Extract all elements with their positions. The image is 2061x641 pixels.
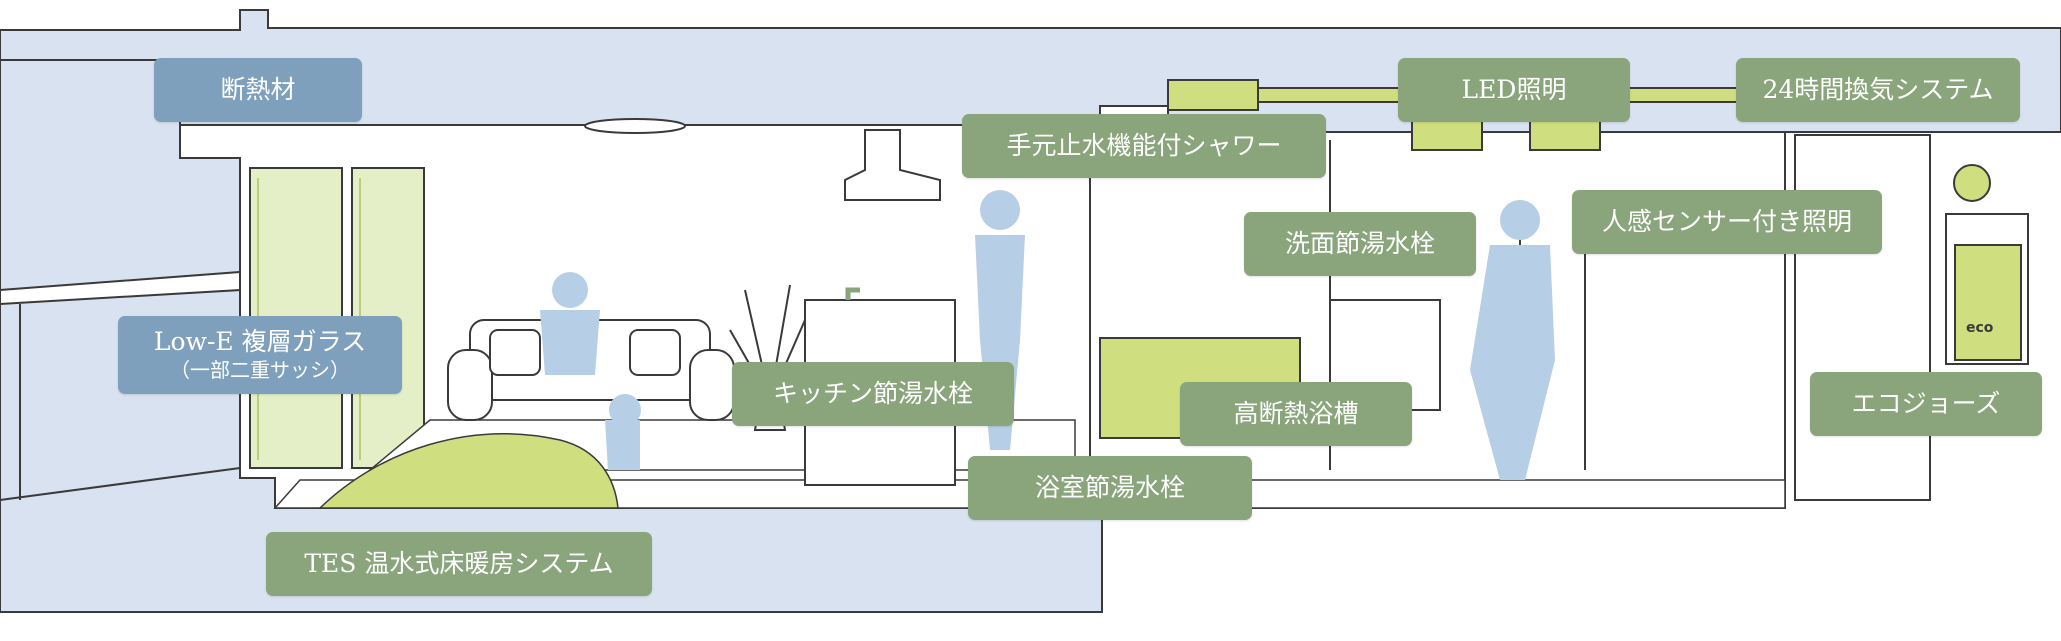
label-eco-jozu: エコジョーズ bbox=[1810, 372, 2042, 436]
label-eco-jozu-text: エコジョーズ bbox=[1851, 388, 2001, 418]
label-washbasin-faucet-text: 洗面節湯水栓 bbox=[1284, 228, 1435, 258]
label-kitchen-faucet: キッチン節湯水栓 bbox=[732, 362, 1014, 426]
label-washbasin-faucet: 洗面節湯水栓 bbox=[1244, 212, 1476, 276]
label-low-e-glass-note: （一部二重サッシ） bbox=[170, 357, 350, 382]
label-ventilation-24h: 24時間換気システム bbox=[1736, 58, 2020, 122]
ceiling-light bbox=[584, 118, 686, 134]
label-hand-stop-shower-text: 手元止水機能付シャワー bbox=[1006, 130, 1282, 160]
label-low-e-glass-text: Low-E 複層ガラス bbox=[153, 327, 367, 357]
label-insulation: 断熱材 bbox=[154, 58, 362, 122]
label-ventilation-24h-text: 24時間換気システム bbox=[1762, 74, 1994, 104]
label-led-lighting-text: LED照明 bbox=[1461, 74, 1567, 104]
label-motion-sensor-light: 人感センサー付き照明 bbox=[1572, 190, 1882, 254]
label-bath-faucet: 浴室節湯水栓 bbox=[968, 456, 1252, 520]
label-tes-floor-heating-text: TES 温水式床暖房システム bbox=[304, 548, 614, 578]
label-tes-floor-heating: TES 温水式床暖房システム bbox=[266, 532, 652, 596]
label-motion-sensor-light-text: 人感センサー付き照明 bbox=[1601, 206, 1852, 236]
label-insulation-text: 断熱材 bbox=[220, 74, 296, 104]
floor-heating-panel bbox=[318, 433, 619, 509]
label-bath-faucet-text: 浴室節湯水栓 bbox=[1034, 472, 1185, 502]
label-led-lighting: LED照明 bbox=[1398, 58, 1630, 122]
eco-badge: eco bbox=[1966, 320, 1994, 336]
label-insulated-bathtub: 高断熱浴槽 bbox=[1180, 382, 1412, 446]
label-kitchen-faucet-text: キッチン節湯水栓 bbox=[772, 378, 973, 408]
label-hand-stop-shower: 手元止水機能付シャワー bbox=[962, 114, 1326, 178]
label-insulated-bathtub-text: 高断熱浴槽 bbox=[1233, 398, 1359, 428]
label-low-e-glass: Low-E 複層ガラス （一部二重サッシ） bbox=[118, 316, 402, 394]
